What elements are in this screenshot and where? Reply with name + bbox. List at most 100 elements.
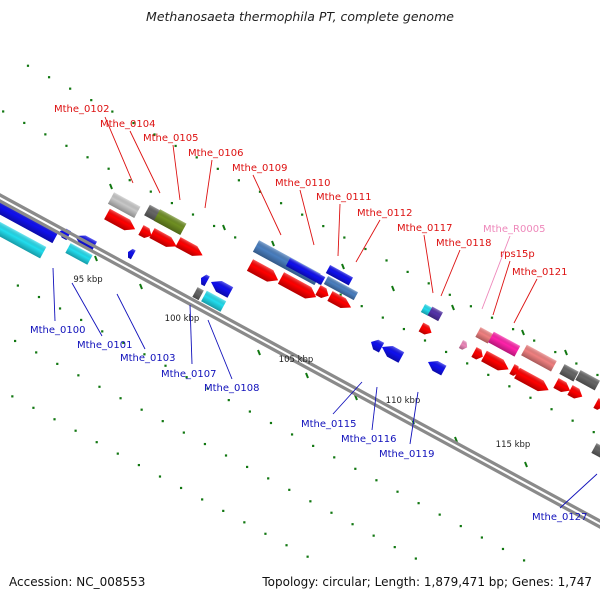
gene-block (0, 220, 47, 259)
gene-label-mthe-0105[interactable]: Mthe_0105 (143, 133, 199, 144)
label-leader (204, 159, 213, 209)
track-dash (94, 255, 98, 262)
gene-arrow (553, 378, 571, 393)
track-dot (65, 144, 68, 147)
gene-label-mthe-r0005[interactable]: Mthe_R0005 (483, 224, 545, 235)
gene-label-mthe-0112[interactable]: Mthe_0112 (357, 208, 413, 219)
label-leader (189, 304, 193, 365)
label-leader (71, 282, 103, 337)
track-dot (191, 213, 195, 216)
track-dot (592, 431, 595, 434)
track-dot (269, 421, 273, 425)
gene-label-mthe-0110[interactable]: Mthe_0110 (275, 178, 331, 189)
gene-arrow (509, 364, 520, 376)
track-dot (575, 362, 578, 365)
track-dot (501, 547, 505, 551)
scale-label: 105 kbp (279, 355, 314, 365)
track-dot (306, 555, 309, 558)
track-dot (487, 373, 490, 376)
track-dot (312, 444, 315, 448)
gene-block (285, 258, 326, 286)
track-dot (372, 534, 375, 537)
gene-label-mthe-0106[interactable]: Mthe_0106 (188, 148, 244, 159)
gene-label-mthe-0100[interactable]: Mthe_0100 (30, 325, 86, 336)
gene-label-mthe-0118[interactable]: Mthe_0118 (436, 238, 492, 249)
track-dot (248, 410, 251, 413)
track-dot (234, 236, 237, 239)
track-dot (44, 133, 47, 136)
gene-arrow (127, 248, 136, 260)
track-dot (246, 465, 249, 469)
track-dot (179, 486, 183, 490)
track-dot (90, 99, 93, 102)
gene-arrow (104, 208, 136, 231)
track-dot (16, 284, 19, 287)
track-dot (95, 441, 98, 444)
label-leader (52, 267, 56, 322)
track-dot (354, 467, 357, 470)
track-dot (393, 546, 396, 549)
label-leader (481, 235, 511, 310)
gene-label-mthe-0116[interactable]: Mthe_0116 (341, 434, 397, 445)
track-dot (351, 523, 354, 526)
track-dot (522, 559, 526, 562)
track-dot (80, 318, 83, 322)
track-dash (139, 283, 143, 290)
track-dot (122, 341, 125, 344)
gene-label-mthe-0101[interactable]: Mthe_0101 (77, 340, 133, 351)
gene-label-mthe-0117[interactable]: Mthe_0117 (397, 223, 453, 234)
gene-label-mthe-0121[interactable]: Mthe_0121 (512, 267, 568, 278)
track-dot (381, 316, 384, 319)
gene-label-mthe-0102[interactable]: Mthe_0102 (54, 104, 110, 115)
track-dash (521, 329, 525, 336)
track-dot (466, 362, 469, 365)
track-dot (58, 307, 62, 310)
track-dot (185, 376, 188, 379)
track-dot (423, 339, 427, 342)
scale-label: 100 kbp (165, 314, 200, 324)
label-leader (299, 189, 315, 246)
track-dash (391, 285, 395, 292)
gene-label-mthe-0127[interactable]: Mthe_0127 (532, 512, 588, 523)
track-dot (511, 328, 515, 331)
track-dot (596, 373, 599, 377)
gene-labels: Mthe_0102Mthe_0104Mthe_0105Mthe_0106Mthe… (30, 104, 588, 523)
track-dot (402, 327, 406, 331)
gene-label-mthe-0109[interactable]: Mthe_0109 (232, 163, 288, 174)
track-dot (140, 408, 143, 411)
label-leader (513, 278, 538, 324)
gene-label-mthe-0111[interactable]: Mthe_0111 (316, 192, 372, 203)
gene-label-mthe-0108[interactable]: Mthe_0108 (204, 383, 260, 394)
track-dot (111, 110, 114, 113)
gene-arrow (277, 272, 317, 299)
track-dot (554, 350, 557, 354)
track-dot (69, 87, 72, 90)
track-dot (285, 544, 288, 547)
gene-label-mthe-0119[interactable]: Mthe_0119 (379, 449, 435, 460)
gene-label-rps15p[interactable]: rps15p (500, 249, 535, 260)
gene-arrow (138, 225, 152, 238)
gene-block (65, 243, 93, 265)
gene-arrow (567, 385, 583, 399)
track-dot (149, 190, 152, 193)
gene-label-mthe-0107[interactable]: Mthe_0107 (161, 369, 217, 380)
gene-block (192, 287, 204, 301)
track-dot (2, 110, 5, 113)
track-dot (301, 213, 304, 216)
track-dot (23, 121, 26, 125)
gene-features (0, 192, 600, 458)
gene-block (591, 443, 600, 458)
track-dot (56, 362, 59, 365)
label-leader (559, 473, 598, 509)
gene-arrow (201, 274, 210, 287)
gene-label-mthe-0103[interactable]: Mthe_0103 (120, 353, 176, 364)
track-dot (98, 385, 101, 388)
gene-label-mthe-0115[interactable]: Mthe_0115 (301, 419, 357, 430)
gene-arrow (481, 350, 509, 371)
label-leader (492, 260, 511, 316)
track-dot (11, 395, 14, 398)
gene-label-mthe-0104[interactable]: Mthe_0104 (100, 119, 156, 130)
track-dash (222, 224, 226, 231)
track-dot (161, 420, 164, 423)
